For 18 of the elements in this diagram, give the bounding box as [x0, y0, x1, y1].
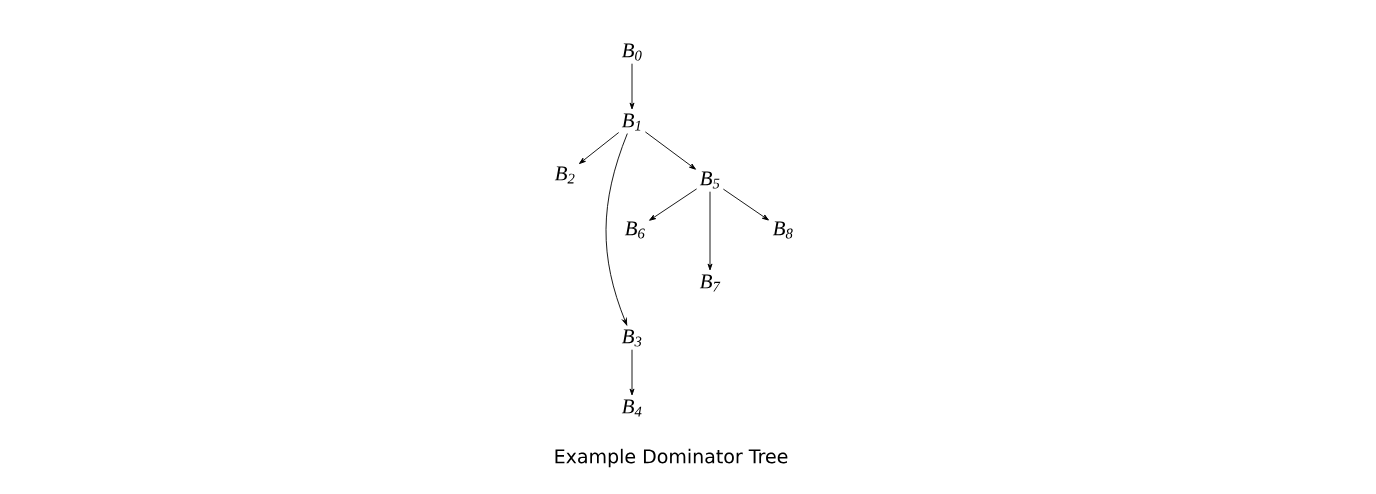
arrow: [629, 349, 635, 396]
arrow: [579, 132, 620, 164]
node-label: B$_{3}$: [621, 329, 642, 347]
arrow: [649, 188, 698, 221]
arrow: [707, 191, 713, 271]
node-label: B$_{6}$: [624, 221, 645, 239]
node-label: B$_{7}$: [699, 274, 721, 292]
node-label: B$_{5}$: [699, 171, 720, 189]
arrow: [722, 188, 769, 221]
node-label: B$_{0}$: [621, 43, 642, 61]
caption: Example Dominator Tree: [555, 448, 788, 468]
node-label: B$_{4}$: [621, 399, 642, 417]
node-label: B$_{1}$: [621, 113, 641, 131]
arrow: [644, 131, 696, 170]
arrow: [629, 63, 635, 110]
arrow: [605, 133, 628, 326]
node-label: B$_{8}$: [772, 221, 793, 239]
node-label: B$_{2}$: [554, 166, 575, 184]
